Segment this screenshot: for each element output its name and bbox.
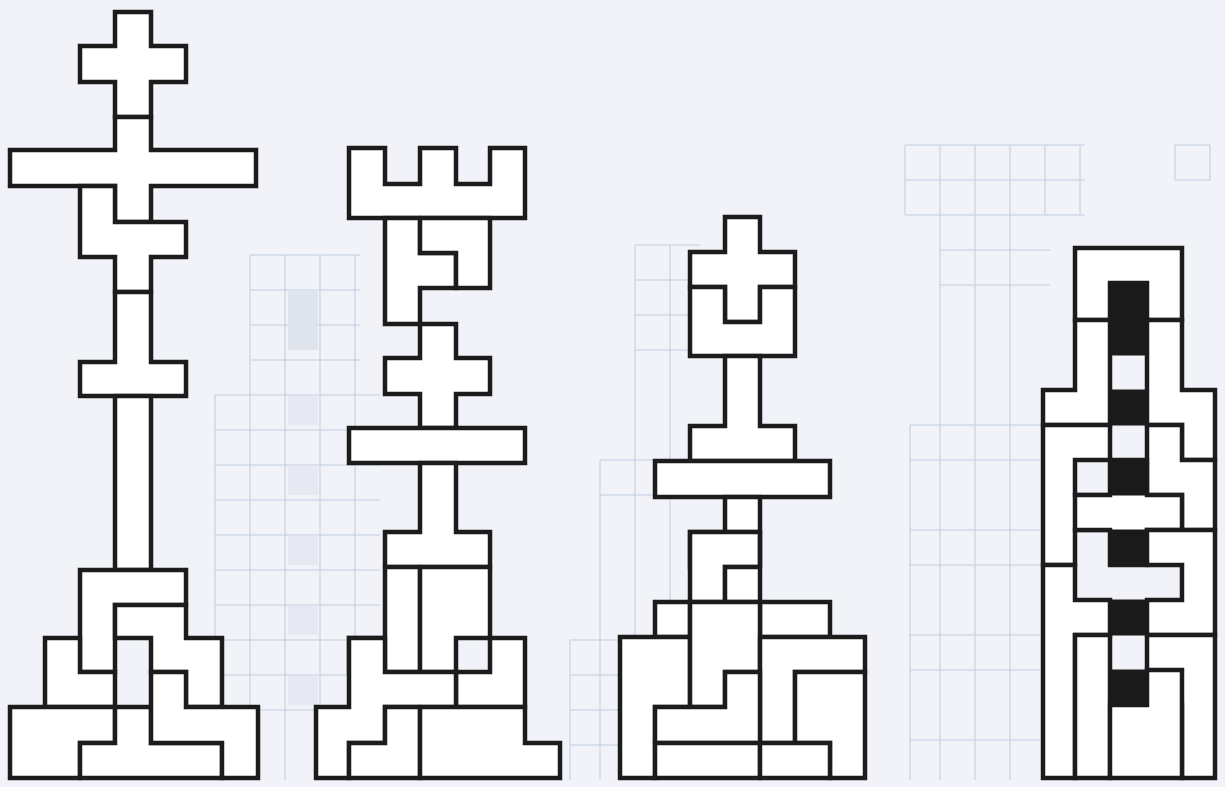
black-square-2 (1110, 390, 1147, 425)
black-square-5 (1110, 600, 1147, 635)
rook-piece-cross (385, 324, 490, 428)
king-piece-arms (10, 117, 256, 222)
bishop-piece-collar (655, 461, 830, 497)
rook-piece-base-mid (420, 567, 490, 672)
black-square-3 (1110, 460, 1147, 495)
king-piece-top-cross (80, 12, 186, 117)
bishop-piece-base-bottom-right (760, 743, 830, 778)
rook-piece-base-lower-right (420, 707, 560, 778)
tower-piece-center-low (1075, 635, 1110, 778)
rook-piece-collar (349, 428, 525, 463)
king-piece-collar (80, 292, 186, 396)
tower-figure (1043, 248, 1215, 778)
black-square-1 (1110, 283, 1147, 355)
black-square-6 (1110, 670, 1147, 705)
rook-piece-crown (349, 148, 525, 218)
bishop-piece-neck (690, 356, 795, 461)
tower-piece-right-low (1147, 530, 1215, 635)
black-square-4 (1110, 530, 1147, 565)
king-piece-shaft (115, 396, 151, 570)
bishop-figure (620, 217, 865, 778)
tower-piece-left-upper (1043, 320, 1110, 425)
rook-piece-base-right (456, 638, 525, 707)
bishop-piece-base-lower-mid (655, 743, 760, 778)
rook-figure (316, 148, 560, 778)
rook-piece-stem (385, 463, 490, 567)
